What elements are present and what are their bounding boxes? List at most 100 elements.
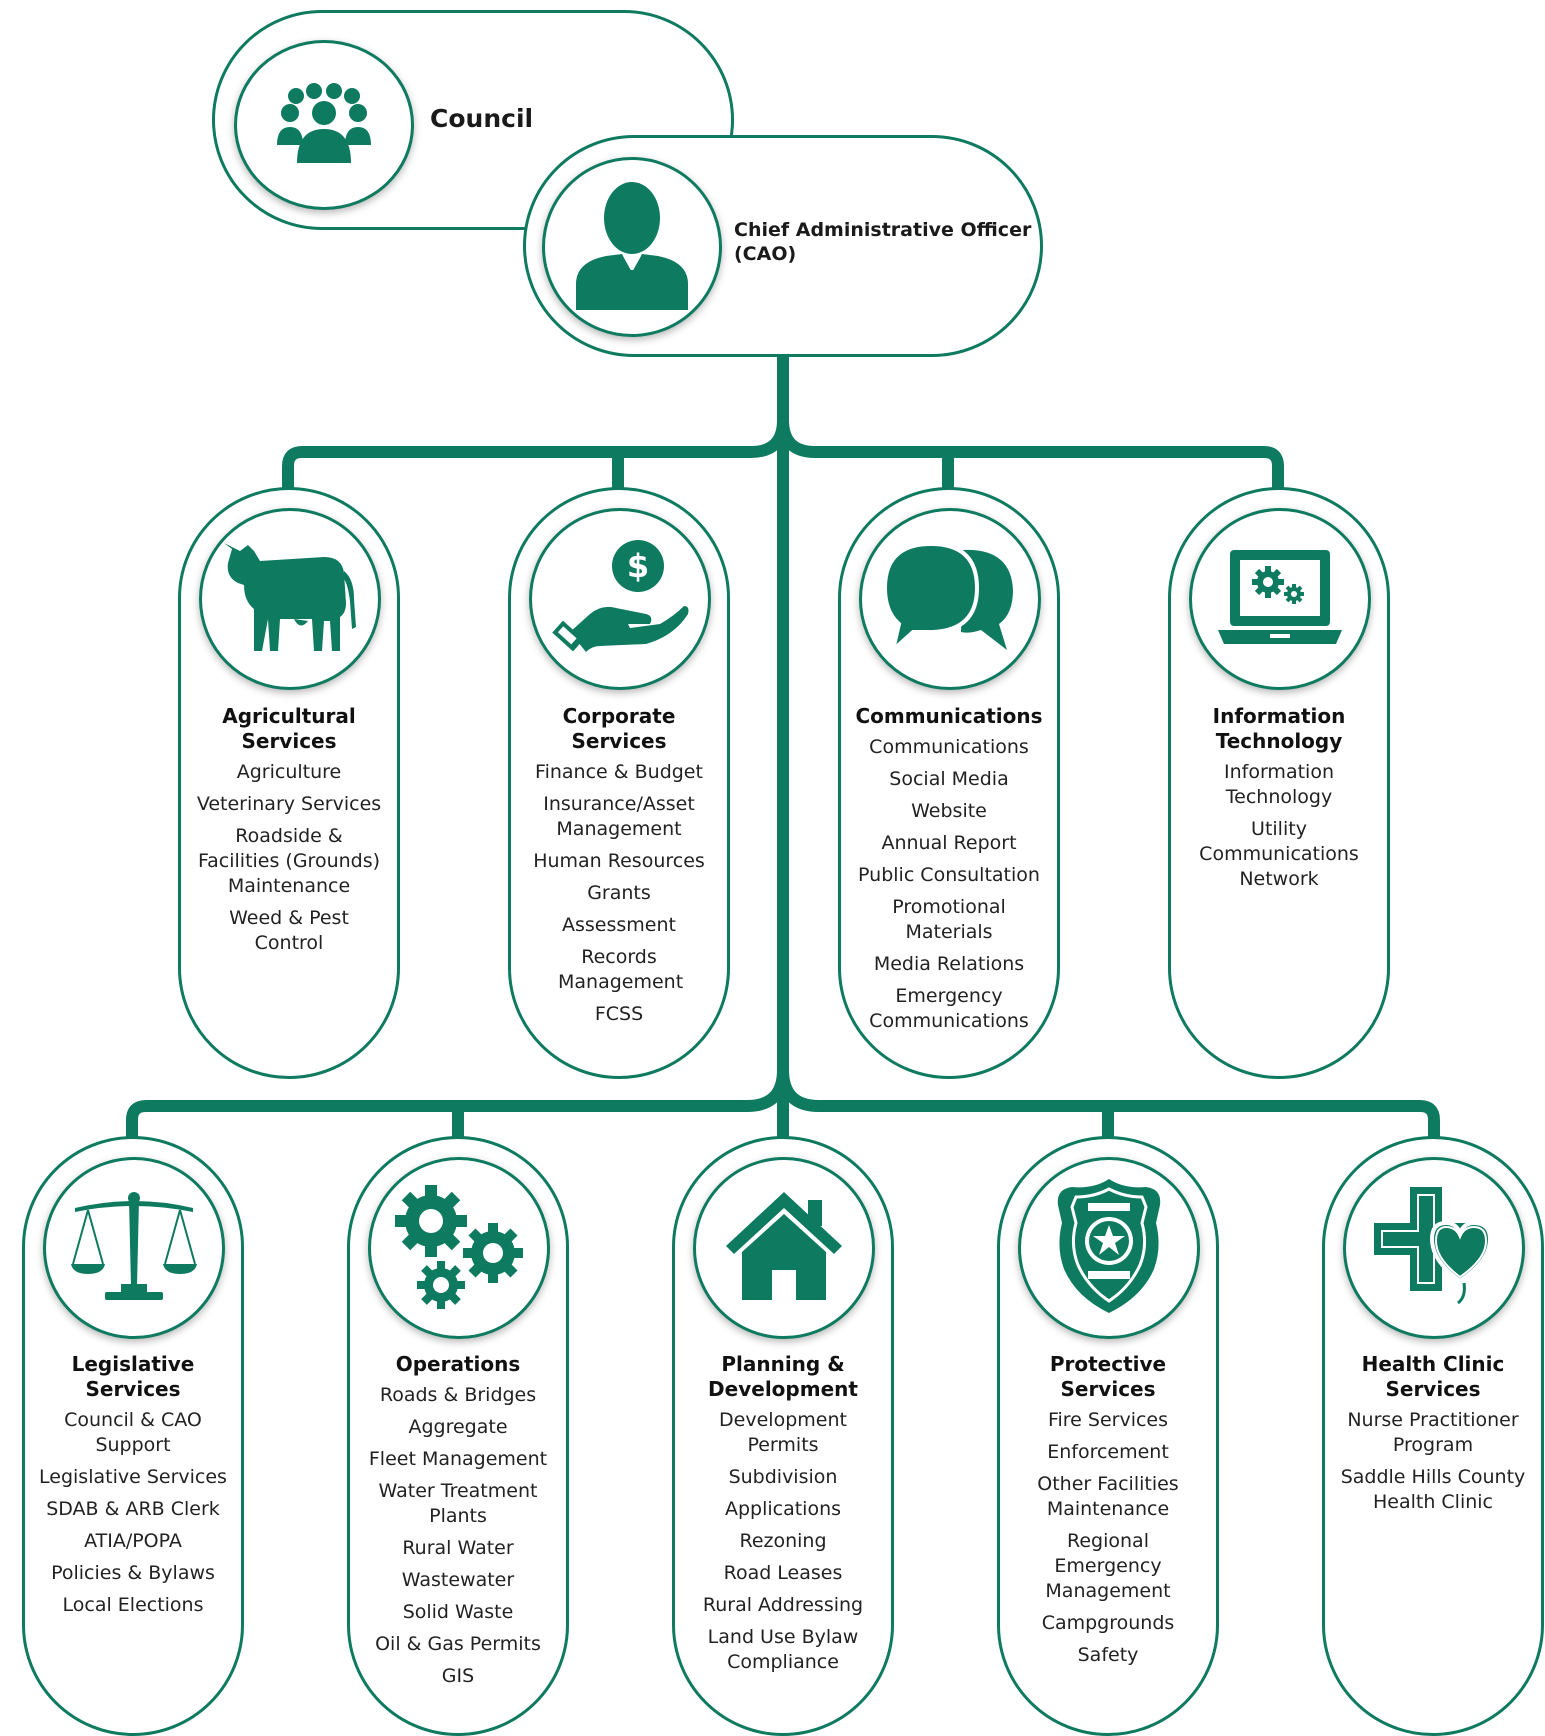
dept-item: GIS (441, 1665, 475, 1687)
dept-agricultural-icon-circle (199, 508, 381, 690)
dept-title: Operations (357, 1352, 559, 1377)
hand-dollar-icon: $ (550, 532, 690, 666)
dept-title-line: Planning & (721, 1352, 845, 1376)
dept-item: Rural Addressing (702, 1594, 864, 1616)
dept-title-line: Communications (855, 704, 1043, 728)
dept-item: Fire Services (1047, 1409, 1169, 1431)
dept-title: Legislative Services (32, 1352, 234, 1402)
gears-icon (389, 1181, 529, 1315)
dept-item: ATIA/POPA (84, 1530, 182, 1552)
dept-item: Promotional Materials (892, 896, 1006, 943)
dept-item: Enforcement (1047, 1441, 1169, 1463)
dept-it-text: Information Technology Information Techn… (1178, 704, 1380, 899)
dept-item: Policies & Bylaws (51, 1562, 215, 1584)
dept-title: Health Clinic Services (1332, 1352, 1534, 1402)
dept-item: Campgrounds (1041, 1612, 1175, 1634)
scales-icon (69, 1186, 199, 1310)
cao-title-line2: (CAO) (734, 243, 797, 265)
dept-title-line: Legislative (71, 1352, 195, 1376)
dept-title-line: Development (708, 1377, 858, 1401)
dept-item: Local Elections (62, 1594, 204, 1616)
dept-title-line: Agricultural (222, 704, 356, 728)
dept-item: Weed & Pest Control (229, 907, 349, 954)
dept-item: Assessment (562, 914, 676, 936)
dept-item: Aggregate (408, 1416, 508, 1438)
dept-title-line: Health Clinic (1361, 1352, 1505, 1376)
dept-title: Corporate Services (518, 704, 720, 754)
dept-title-line: Operations (395, 1352, 521, 1376)
dept-item: Insurance/Asset Management (543, 793, 695, 840)
dept-title-line: Information (1212, 704, 1346, 728)
dept-item: FCSS (594, 1003, 644, 1025)
dept-item: Veterinary Services (196, 793, 382, 815)
dept-title: Communications (848, 704, 1050, 729)
dept-item: Emergency Communications (869, 985, 1029, 1032)
dept-corporate-icon-circle: $ (529, 508, 711, 690)
dept-title: Planning & Development (682, 1352, 884, 1402)
medical-cross-heart-icon (1372, 1185, 1496, 1311)
dept-item: Saddle Hills County Health Clinic (1340, 1466, 1526, 1513)
dept-item: Annual Report (881, 832, 1017, 854)
dept-item: Road Leases (723, 1562, 843, 1584)
dept-item: Regional Emergency Management (1045, 1530, 1171, 1602)
dept-legislative-icon-circle (43, 1157, 225, 1339)
dept-it-icon-circle (1189, 508, 1371, 690)
dept-title-line: Services (1060, 1377, 1156, 1401)
dept-operations-text: Operations Roads & Bridges Aggregate Fle… (357, 1352, 559, 1696)
dept-legislative-text: Legislative Services Council & CAO Suppo… (32, 1352, 234, 1625)
dept-item: Public Consultation (858, 864, 1040, 886)
dept-item: Records Management (558, 946, 684, 993)
dept-item: Information Technology (1224, 761, 1334, 808)
dept-item: Oil & Gas Permits (375, 1633, 541, 1655)
dept-item: Human Resources (533, 850, 705, 872)
dept-item: Media Relations (873, 953, 1025, 975)
dept-protective-text: Protective Services Fire Services Enforc… (1007, 1352, 1209, 1675)
dept-communications-icon-circle (859, 508, 1041, 690)
cao-title-line1: Chief Administrative Officer (734, 219, 1032, 241)
dept-title: Protective Services (1007, 1352, 1209, 1402)
dept-item: Finance & Budget (535, 761, 703, 783)
people-group-icon (277, 83, 371, 167)
speech-bubbles-icon (882, 541, 1015, 656)
dept-title-line: Services (85, 1377, 181, 1401)
dept-item: Agriculture (236, 761, 342, 783)
dept-corporate-text: Corporate Services Finance & Budget Insu… (518, 704, 720, 1034)
council-title: Council (430, 104, 534, 133)
dept-item: Fleet Management (368, 1448, 548, 1470)
dept-operations-icon-circle (368, 1157, 550, 1339)
dept-protective-icon-circle (1018, 1157, 1200, 1339)
dept-title-line: Corporate (562, 704, 676, 728)
dept-item: Council & CAO Support (64, 1409, 202, 1456)
cow-icon (220, 539, 360, 659)
dept-item: Rural Water (402, 1537, 514, 1559)
dept-item: Subdivision (728, 1466, 838, 1488)
businessman-icon (576, 180, 688, 314)
dept-planning-text: Planning & Development Development Permi… (682, 1352, 884, 1682)
dept-planning-icon-circle (693, 1157, 875, 1339)
dept-item: Solid Waste (402, 1601, 514, 1623)
council-icon-circle (234, 40, 414, 210)
dept-title-line: Services (1385, 1377, 1481, 1401)
cao-title: Chief Administrative Officer (CAO) (734, 218, 1031, 266)
dept-health-icon-circle (1343, 1157, 1525, 1339)
cao-icon-circle (542, 157, 722, 337)
dept-item: Social Media (889, 768, 1009, 790)
dept-item: Utility Communications Network (1199, 818, 1359, 890)
dept-item: Applications (724, 1498, 842, 1520)
dept-item: Website (911, 800, 987, 822)
dept-item: Wastewater (401, 1569, 515, 1591)
dept-title-line: Services (571, 729, 667, 753)
dept-agricultural-text: Agricultural Services Agriculture Veteri… (188, 704, 390, 963)
dept-item: Nurse Practitioner Program (1347, 1409, 1519, 1456)
svg-text:$: $ (627, 547, 649, 585)
dept-item: Other Facilities Maintenance (1037, 1473, 1179, 1520)
dept-title: Agricultural Services (188, 704, 390, 754)
dept-item: SDAB & ARB Clerk (46, 1498, 220, 1520)
dept-communications-text: Communications Communications Social Med… (848, 704, 1050, 1041)
laptop-gears-icon (1218, 548, 1342, 650)
dept-item: Water Treatment Plants (378, 1480, 538, 1527)
dept-item: Grants (587, 882, 651, 904)
house-icon (724, 1190, 844, 1306)
dept-item: Rezoning (739, 1530, 827, 1552)
